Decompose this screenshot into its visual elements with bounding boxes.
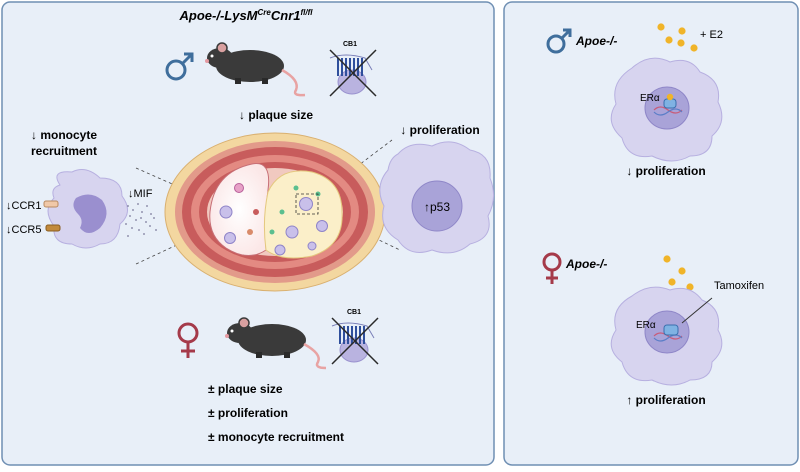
female-line3: ± monocyte recruitment: [208, 430, 344, 444]
ccr1-receptor-icon: [43, 200, 59, 208]
title-mid: Cnr1: [271, 8, 301, 23]
title-sup-flfl: fl/fl: [300, 8, 313, 17]
right-female-er-label: ERα: [636, 320, 656, 331]
tamoxifen-label: Tamoxifen: [714, 280, 764, 292]
e2-label: + E2: [700, 29, 723, 41]
right-male-er-label: ERα: [640, 93, 660, 104]
right-male-result: ↓ proliferation: [626, 164, 705, 178]
recruitment-line1: ↓ monocyte: [31, 128, 97, 142]
right-male-title: Apoe-/-: [575, 34, 617, 48]
right-male-symbol-icon: [546, 28, 572, 54]
female-cb1-label: CB1: [347, 309, 361, 316]
male-cb1-receptor-crossed-icon: [329, 49, 377, 97]
male-symbol-icon: [165, 52, 194, 81]
mif-label: ↓MIF: [128, 188, 153, 200]
female-line2: ± proliferation: [208, 406, 288, 420]
right-female-result: ↑ proliferation: [626, 393, 705, 407]
p53-label: ↑p53: [424, 200, 450, 214]
male-plaque-text: ↓ plaque size: [239, 108, 313, 122]
title-sup-cre: Cre: [258, 8, 272, 17]
recruitment-line2: recruitment: [31, 144, 97, 158]
ccr1-label: ↓CCR1: [6, 200, 41, 212]
female-mouse-icon: [225, 317, 327, 370]
female-symbol-icon: [177, 322, 199, 358]
right-female-symbol-icon: [542, 252, 562, 284]
artery-cross-section: [164, 132, 386, 292]
ccr5-label: ↓CCR5: [6, 224, 41, 236]
ccr5-receptor-icon: [45, 224, 61, 232]
female-cb1-receptor-crossed-icon: [331, 317, 379, 365]
title-main: Apoe-/-LysM: [179, 8, 259, 23]
male-proliferation-text: ↓ proliferation: [400, 123, 479, 137]
right-female-title: Apoe-/-: [565, 257, 607, 271]
male-mouse-icon: [205, 42, 306, 97]
monocyte-cell: [47, 169, 128, 249]
mif-secretion-dots: [125, 203, 157, 237]
right-male-cell: [610, 57, 723, 162]
female-line1: ± plaque size: [208, 382, 283, 396]
right-female-cell: [610, 286, 723, 386]
male-cb1-label: CB1: [343, 41, 357, 48]
proliferating-cell: [379, 141, 494, 254]
right-panel: [503, 1, 799, 466]
left-panel-title: Apoe-/-LysMCreCnr1fl/fl: [179, 8, 314, 23]
